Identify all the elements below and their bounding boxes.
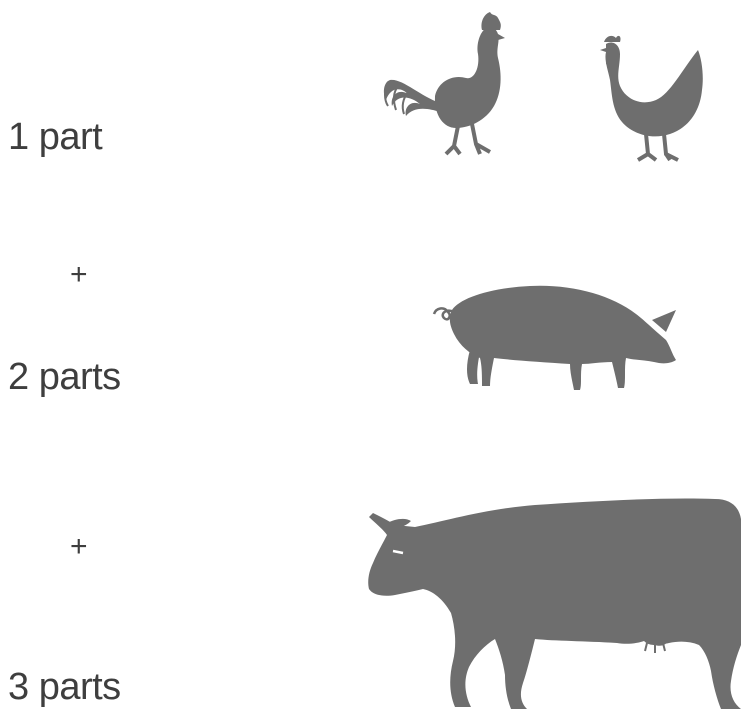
pig-icon [430,280,682,395]
hen-icon [598,30,708,165]
plus-sign: + [70,532,88,562]
label-three-parts: 3 parts [8,668,121,706]
label-two-parts: 2 parts [8,358,121,396]
rooster-icon [380,8,505,158]
label-one-part: 1 part [8,118,102,156]
cow-icon [365,495,741,711]
plus-sign: + [70,260,88,290]
